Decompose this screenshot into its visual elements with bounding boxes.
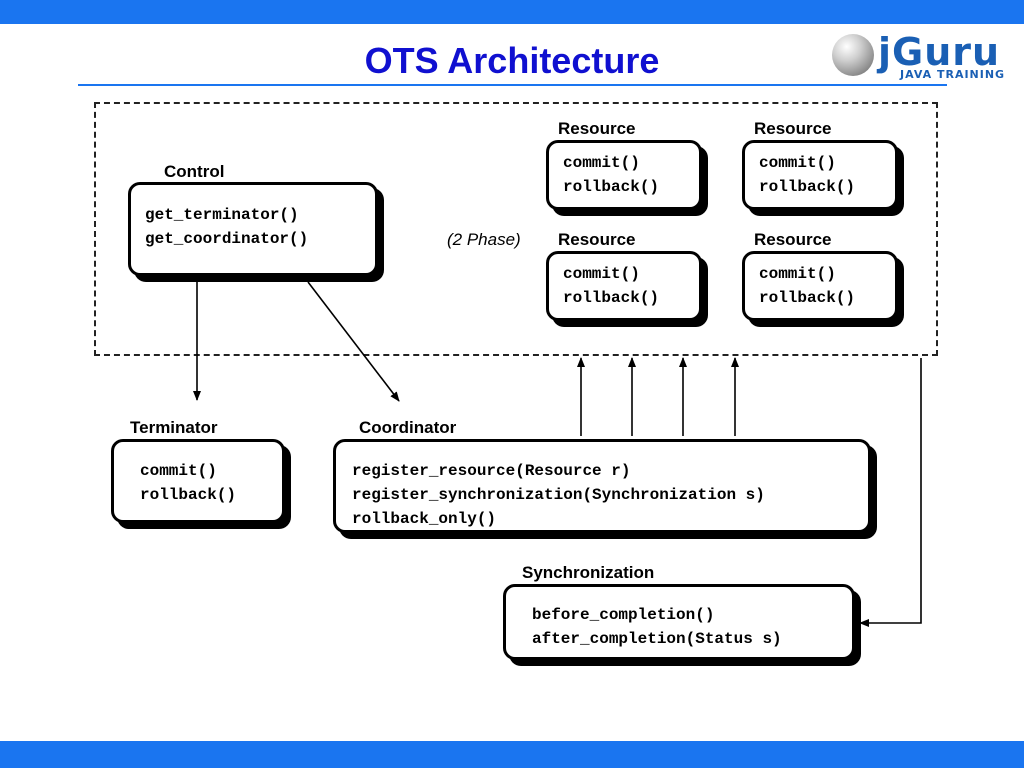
terminator-method: commit() xyxy=(140,462,217,480)
terminator-method: rollback() xyxy=(140,486,237,504)
top-banner xyxy=(0,0,1024,24)
two-phase-boundary xyxy=(94,102,938,356)
resource-label: Resource xyxy=(754,230,832,249)
terminator-label: Terminator xyxy=(130,418,218,437)
control-box: get_terminator() get_coordinator() xyxy=(128,182,378,276)
coordinator-method: register_resource(Resource r) xyxy=(352,462,631,480)
slide-title: OTS Architecture xyxy=(364,40,660,81)
resource-box: commit() rollback() xyxy=(546,140,702,210)
control-method: get_coordinator() xyxy=(145,230,309,248)
phase-label: (2 Phase) xyxy=(447,230,521,249)
resource-method: commit() xyxy=(759,265,836,283)
synchronization-label: Synchronization xyxy=(522,563,655,582)
resource-box: commit() rollback() xyxy=(742,251,898,321)
resource-box: commit() rollback() xyxy=(546,251,702,321)
coordinator-method: rollback_only() xyxy=(352,510,497,528)
resource-method: commit() xyxy=(759,154,836,172)
control-label: Control xyxy=(164,162,225,181)
title-divider xyxy=(78,84,947,86)
resource-method: commit() xyxy=(563,265,640,283)
logo-sphere-icon xyxy=(832,34,874,76)
control-method: get_terminator() xyxy=(145,206,299,224)
resource-method: rollback() xyxy=(759,289,856,307)
resource-method: rollback() xyxy=(759,178,856,196)
coordinator-method: register_synchronization(Synchronization… xyxy=(352,486,765,504)
resource-label: Resource xyxy=(754,119,832,138)
control-to-coordinator-arrow xyxy=(307,281,400,402)
coordinator-label: Coordinator xyxy=(359,418,457,437)
synchronization-method: after_completion(Status s) xyxy=(532,630,782,648)
logo-tagline: JAVA TRAINING xyxy=(900,68,1006,81)
bottom-banner xyxy=(0,741,1024,768)
logo-brand: jGuru xyxy=(878,30,1001,74)
boundary-to-synchronization-arrow xyxy=(859,358,922,627)
terminator-box: commit() rollback() xyxy=(111,439,285,523)
synchronization-box: before_completion() after_completion(Sta… xyxy=(503,584,855,660)
coordinator-box: register_resource(Resource r) register_s… xyxy=(333,439,871,533)
resource-method: rollback() xyxy=(563,178,660,196)
resource-box: commit() rollback() xyxy=(742,140,898,210)
resource-label: Resource xyxy=(558,119,636,138)
resource-method: rollback() xyxy=(563,289,660,307)
synchronization-method: before_completion() xyxy=(532,606,715,624)
resource-method: commit() xyxy=(563,154,640,172)
resource-label: Resource xyxy=(558,230,636,249)
jguru-logo: jGuru JAVA TRAINING xyxy=(830,30,1015,85)
